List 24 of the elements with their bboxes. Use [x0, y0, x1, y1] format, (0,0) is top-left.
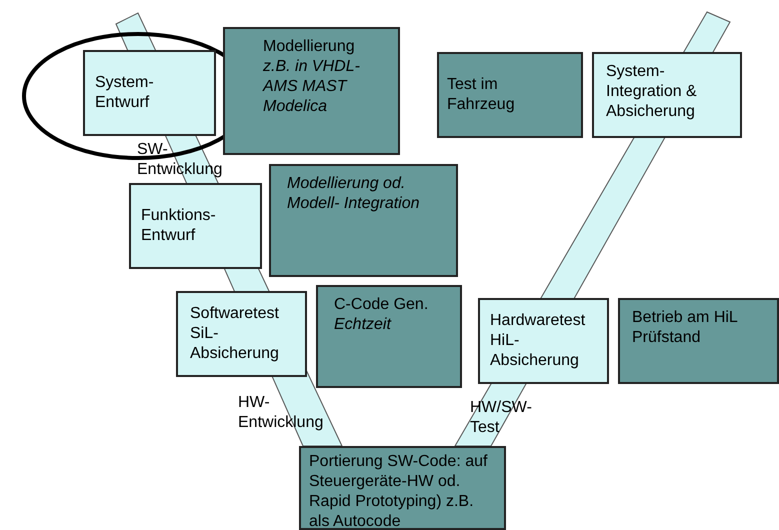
process-box — [176, 291, 307, 377]
process-box — [316, 285, 462, 388]
process-box — [478, 298, 609, 384]
process-box — [269, 164, 458, 277]
box-text: Portierung SW-Code: auf Steuergeräte-HW od. Rapid Prototyping) z.B. als Autocode — [309, 452, 488, 530]
box-text: Modellierung — [263, 37, 356, 57]
box-text: z.B. in VHDL-AMS MAST Modelica — [263, 57, 361, 117]
box-text: C-Code Gen. — [334, 295, 430, 315]
box-text: Echtzeit — [334, 315, 392, 335]
process-box — [129, 183, 262, 269]
box-text: Betrieb am HiL Prüfstand — [632, 308, 738, 348]
process-box — [618, 298, 779, 384]
process-box — [83, 50, 216, 136]
box-text: Hardwaretest HiL- Absicherung — [490, 311, 586, 371]
box-text: System- Integration & Absicherung — [606, 62, 698, 122]
process-box — [223, 27, 400, 155]
process-box — [437, 52, 583, 138]
process-box — [299, 446, 506, 530]
box-text: System- Entwurf — [95, 73, 155, 113]
box-text: Funktions- Entwurf — [141, 206, 217, 246]
box-text: Softwaretest SiL- Absicherung — [190, 304, 280, 364]
process-box — [592, 52, 742, 138]
box-text: Test im Fahrzeug — [447, 75, 516, 115]
box-text: Modellierung od. Modell- Integration — [287, 174, 421, 214]
